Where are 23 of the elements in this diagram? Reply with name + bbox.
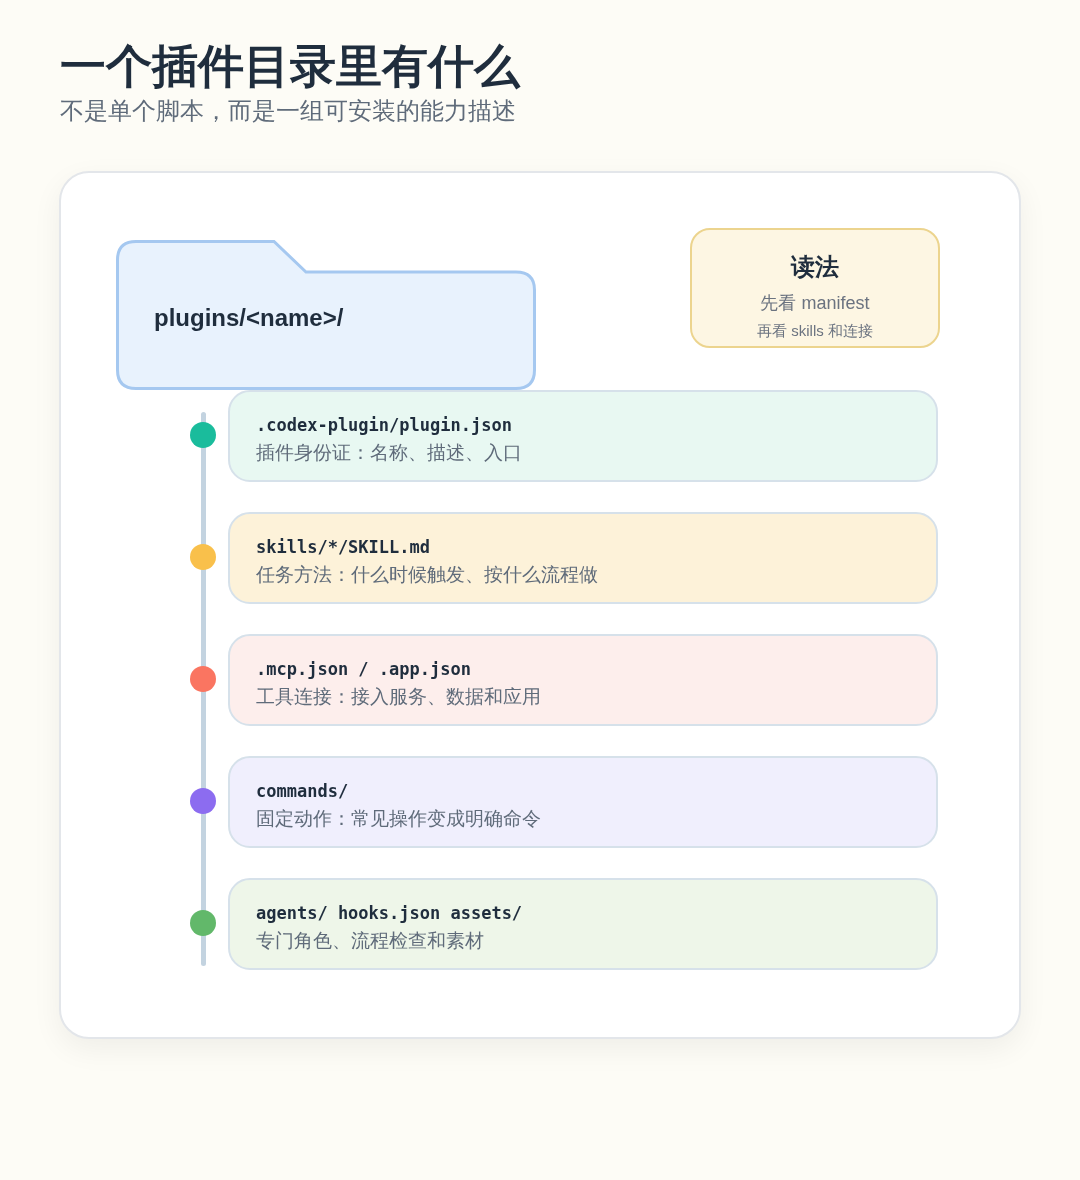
file-description: 工具连接：接入服务、数据和应用: [256, 685, 541, 709]
file-card: [228, 390, 938, 482]
panel: [59, 171, 1021, 1039]
file-path: agents/ hooks.json assets/: [256, 902, 523, 924]
file-description: 专门角色、流程检查和素材: [256, 929, 484, 953]
file-card: [228, 634, 938, 726]
subtitle: 不是单个脚本，而是一组可安装的能力描述: [60, 96, 516, 126]
file-path: .mcp.json / .app.json: [256, 658, 471, 680]
note-heading: 读法: [789, 252, 840, 282]
file-path: skills/*/SKILL.md: [256, 536, 430, 558]
note-text: 再看 skills 和连接: [756, 321, 874, 341]
note-text: 先看 manifest: [759, 292, 871, 315]
folder-name: plugins/<name>/: [154, 303, 344, 333]
title: 一个插件目录里有什么: [60, 39, 520, 94]
file-card: [228, 756, 938, 848]
file-path: .codex-plugin/plugin.json: [256, 414, 512, 436]
file-description: 任务方法：什么时候触发、按什么流程做: [256, 563, 598, 587]
file-path: commands/: [256, 780, 349, 802]
note-box: [690, 228, 940, 348]
file-description: 插件身份证：名称、描述、入口: [256, 441, 522, 465]
file-card: [228, 512, 938, 604]
file-card: [228, 878, 938, 970]
file-description: 固定动作：常见操作变成明确命令: [256, 807, 541, 831]
